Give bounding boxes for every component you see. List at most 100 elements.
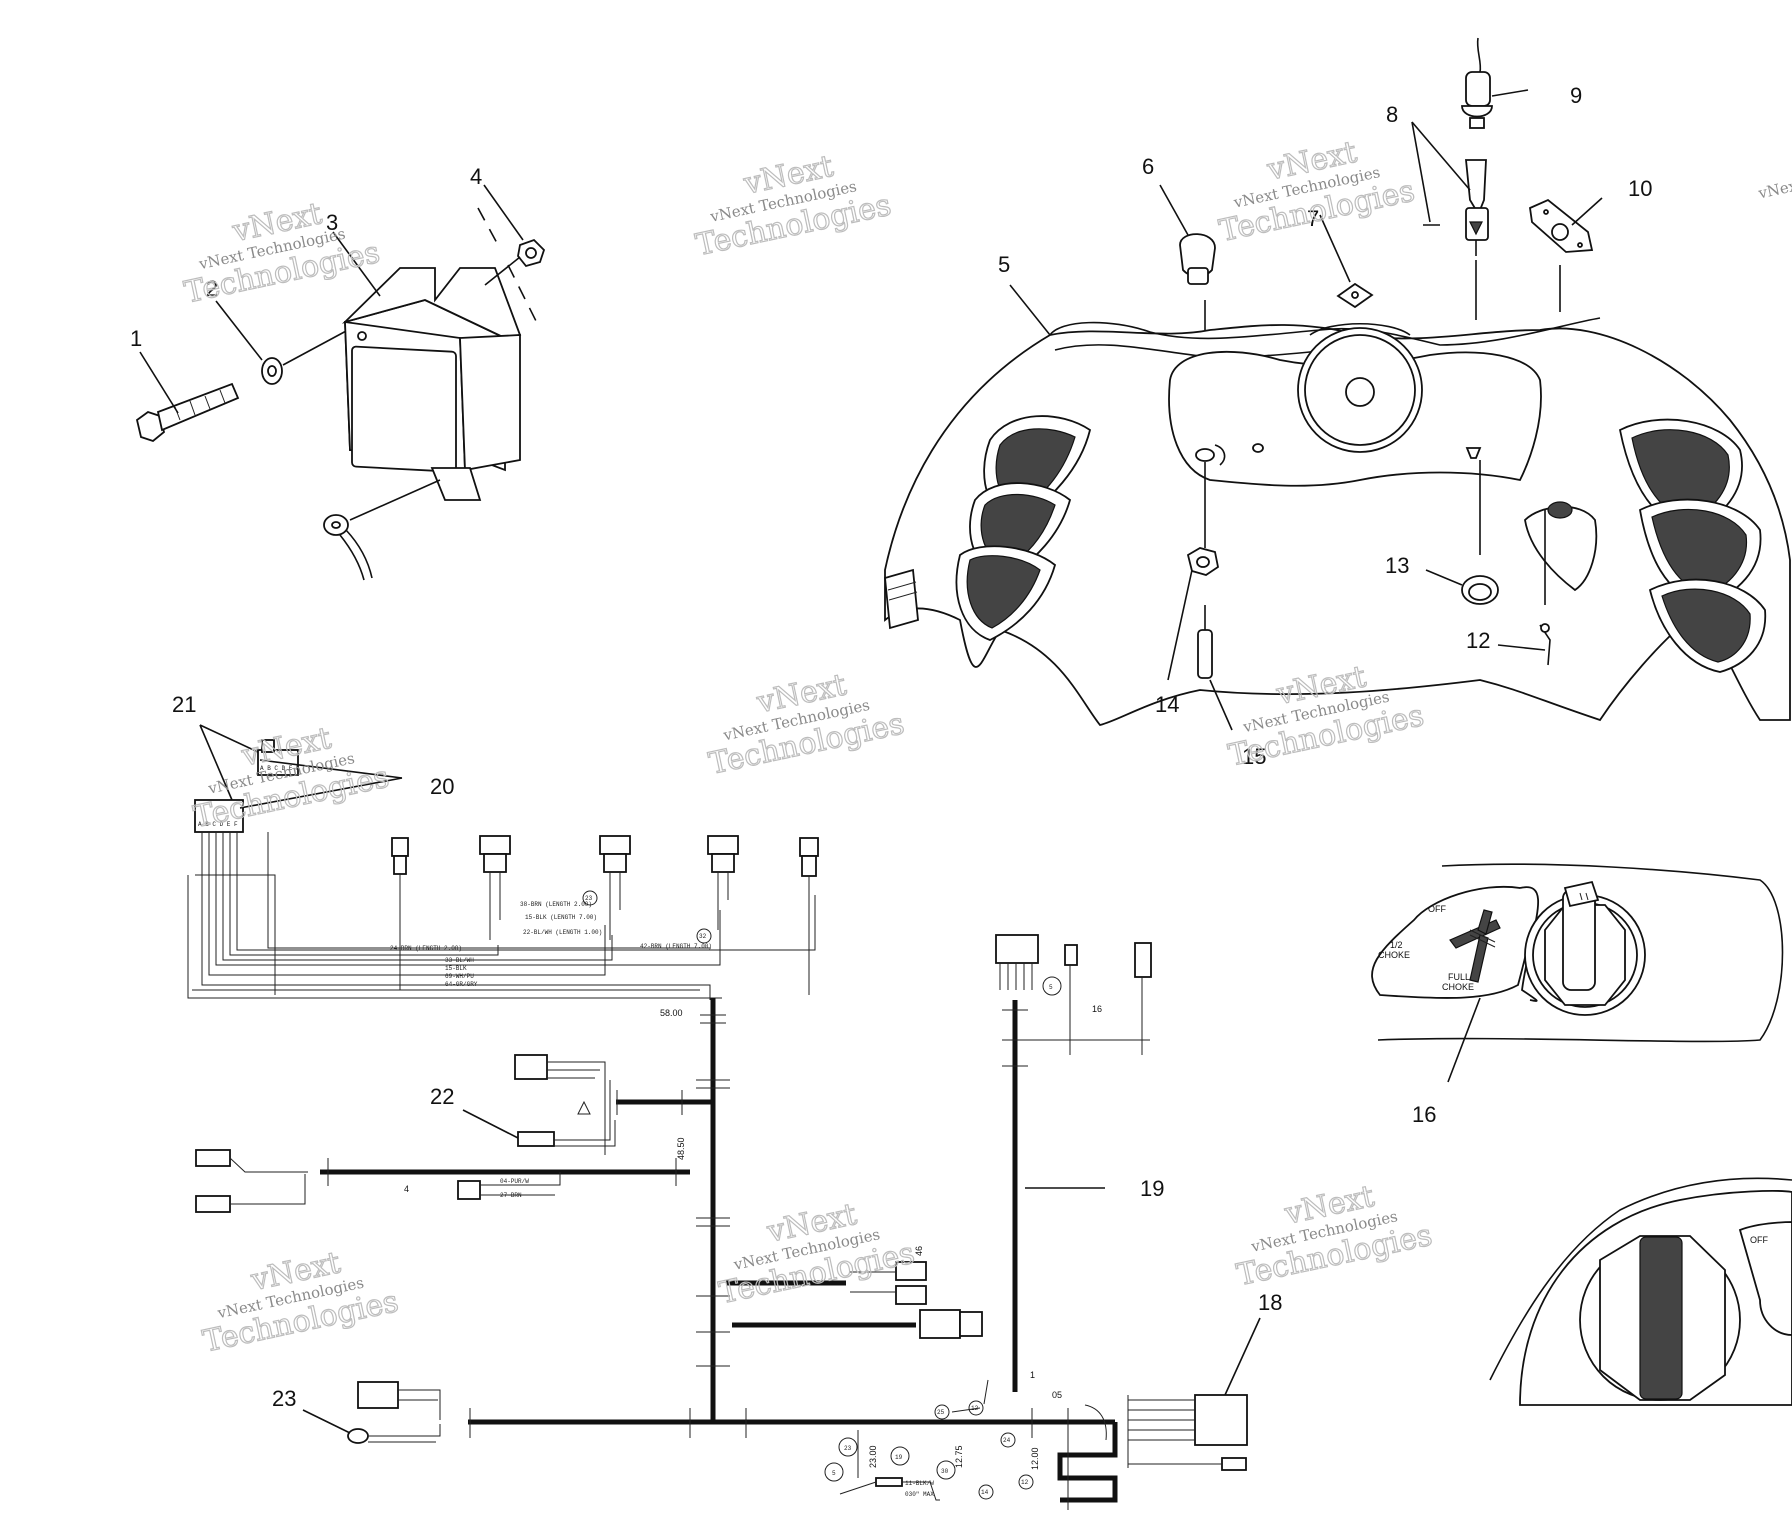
callout-22: 22 (430, 1084, 454, 1109)
dim-46: 46 (914, 1246, 924, 1256)
callout-1: 1 (130, 326, 142, 351)
connector-side (919, 1309, 983, 1339)
callout-7: 7 (1307, 206, 1319, 231)
callout-23: 23 (272, 1386, 296, 1411)
watermark-line1-10: vNext Technologies (1756, 154, 1792, 203)
len-12: 12.00 (1030, 1447, 1040, 1470)
wire-label-f: 33-BL/WH (445, 957, 474, 964)
dim-030: 030" MAX (905, 1491, 934, 1498)
half-choke-label-1: 1/2 (1390, 940, 1403, 950)
callout-16: 16 (1412, 1102, 1436, 1127)
len-23: 23.00 (868, 1445, 878, 1468)
callout-3: 3 (326, 210, 338, 235)
watermark-4: vNext vNext Technologies Technologies (190, 720, 393, 836)
dim-1: 1 (1030, 1370, 1035, 1380)
callout-15: 15 (1242, 744, 1266, 769)
half-choke-label-2: CHOKE (1378, 950, 1410, 960)
knob-part (1179, 233, 1216, 285)
ref-circle-a: 23 (585, 895, 593, 902)
choke-decal-detail: OFF 1/2 CHOKE FULL CHOKE 16 (1371, 863, 1784, 1127)
clip-part (1539, 623, 1551, 666)
callout-13: 13 (1385, 553, 1409, 578)
connector-22 (514, 1054, 616, 1155)
wire-bundle (187, 832, 816, 1000)
ref-12: 12 (1021, 1479, 1029, 1486)
harness-connector-block: A B C D E F A B C D E F (194, 739, 300, 833)
dash-panel-assembly: 5 6 7 8 9 10 12 13 14 15 (884, 37, 1791, 769)
key-off-label: OFF (1750, 1235, 1768, 1245)
choke-lever-icon (1449, 909, 1501, 983)
callout-9: 9 (1570, 83, 1582, 108)
wire-label-g: 15-BLK (445, 965, 467, 972)
wire-label-h: 69-WH/PU (445, 973, 474, 980)
choke-off-label: OFF (1428, 904, 1446, 914)
bracket-part (1529, 198, 1594, 253)
ref-30: 30 (941, 1468, 949, 1475)
ref-25: 25 (937, 1409, 945, 1416)
watermark-8: vNext vNext Technologies Technologies (716, 1196, 919, 1312)
callout-5: 5 (998, 252, 1010, 277)
wire-label-b: 15-BLK (LENGTH 7.00) (525, 914, 597, 921)
ref-5: 5 (832, 1470, 836, 1477)
ref-19: 19 (895, 1454, 903, 1461)
connector-23 (347, 1381, 441, 1444)
callout-21: 21 (172, 692, 196, 717)
wire-label-d: 24-BRN (LENGTH 2.00) (390, 945, 462, 952)
dim-4: 4 (404, 1184, 409, 1194)
wire-label-i: 64-GR/GRY (445, 981, 478, 988)
callout-12: 12 (1466, 628, 1490, 653)
ref-23: 23 (844, 1445, 852, 1452)
wire-label-l: 11-BLK/W (905, 1480, 934, 1487)
ref-circle-c: 5 (1049, 984, 1053, 991)
dim-16: 16 (1092, 1004, 1102, 1014)
full-choke-label-2: CHOKE (1442, 982, 1474, 992)
connector-19 (995, 934, 1152, 1055)
ref-24: 24 (1003, 1437, 1011, 1444)
ignition-detail: OFF (1489, 1177, 1792, 1406)
wire-label-k: 27-BRN (500, 1192, 522, 1199)
callout-19: 19 (1140, 1176, 1164, 1201)
switch-part (1423, 159, 1489, 256)
regulator-body (341, 267, 522, 501)
left-branch-connectors (195, 1149, 561, 1213)
harness-top-connectors (391, 835, 819, 995)
callout-18: 18 (1258, 1290, 1282, 1315)
ring-terminal-part (323, 479, 441, 581)
ref-14: 14 (981, 1489, 989, 1496)
watermark-7: vNext vNext Technologies Technologies (199, 1245, 402, 1361)
callout-20: 20 (430, 774, 454, 799)
wire-label-c: 22-BL/WH (LENGTH 1.00) (523, 929, 602, 936)
gauge-part (1297, 323, 1423, 453)
watermark-1: vNext vNext Technologies Technologies (181, 196, 384, 312)
watermark-10: vNext Technologies (1756, 154, 1792, 203)
dim-05: 05 (1052, 1390, 1062, 1400)
wire-label-a: 38-BRN (LENGTH 2.00) (520, 901, 592, 908)
callout-14: 14 (1155, 692, 1179, 717)
washer-part (261, 357, 283, 385)
key-switch-detail (1524, 880, 1646, 1016)
watermark-2: vNext vNext Technologies Technologies (692, 148, 895, 264)
nut-part (517, 238, 546, 268)
callout-8: 8 (1386, 102, 1398, 127)
connector-46 (850, 1261, 927, 1305)
connector-pins-2: A B C D E F (260, 765, 300, 772)
regulator-assembly: 1 2 3 4 (130, 164, 546, 581)
wire-label-e: 42-BRN (LENGTH 7.00) (640, 943, 712, 950)
full-choke-label-1: FULL (1448, 972, 1470, 982)
len-58: 58.00 (660, 1008, 683, 1018)
bolt-part (135, 382, 240, 443)
callout-10: 10 (1628, 176, 1652, 201)
ref-circle-b: 32 (699, 933, 707, 940)
wire-label-j: 04-PUR/W (500, 1178, 529, 1185)
watermark-9: vNext vNext Technologies Technologies (1233, 1178, 1436, 1294)
callout-4: 4 (470, 164, 482, 189)
plate-part (1336, 282, 1374, 309)
bottom-refs: 23 5 19 30 25 24 14 12 12 23.00 12. (824, 1379, 1040, 1501)
wiring-harness: A B C D E F A B C D E F 21 20 (172, 692, 1282, 1510)
bulb-part (1197, 605, 1213, 679)
bulb-socket-part (1461, 37, 1493, 129)
grommet-part (1461, 575, 1499, 605)
callout-2: 2 (206, 276, 218, 301)
connector-pins: A B C D E F (198, 821, 238, 828)
